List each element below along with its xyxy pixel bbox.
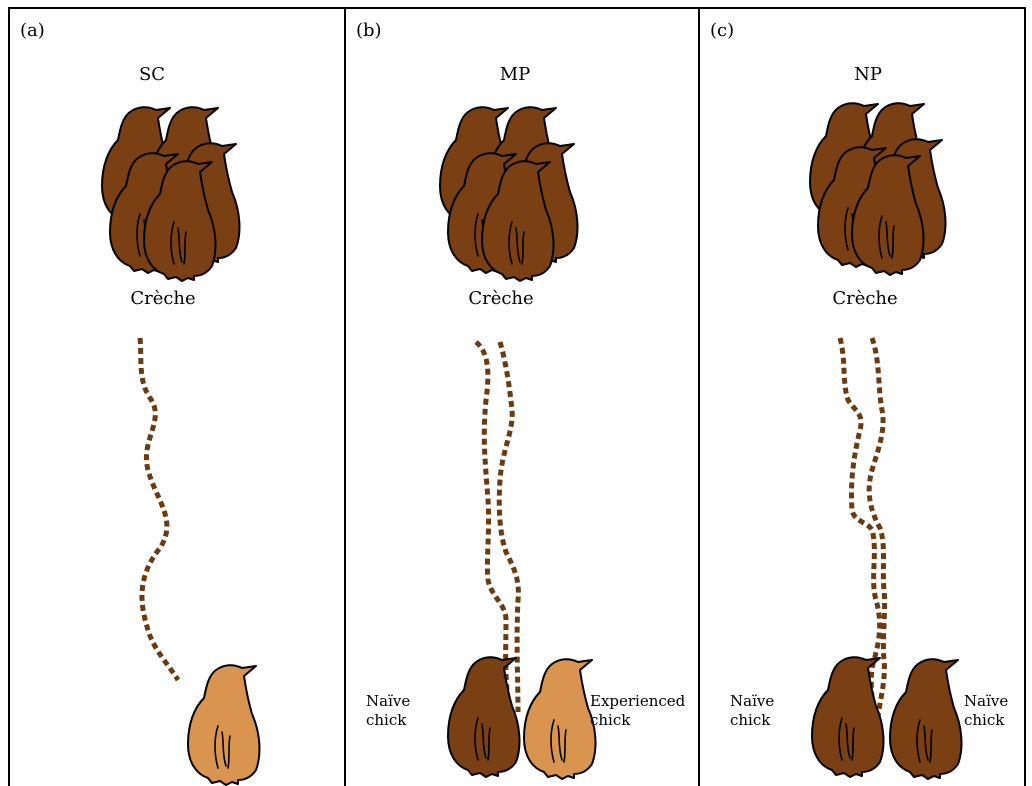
chick-left-label-line2: chick: [730, 711, 771, 729]
creche-label: Crèche: [468, 288, 533, 309]
creche-label: Crèche: [832, 288, 897, 309]
chick-right-label-line2: chick: [590, 711, 631, 729]
chick-right-label-line1: Experienced: [590, 692, 686, 710]
chick-right-label-line1: Naïve: [964, 692, 1008, 710]
panel-c: (c) NP Crèche Naïve chick Naïve chick: [710, 20, 1008, 779]
naive-chick-penguin-right: [890, 659, 961, 779]
panel-b: (b) MP Crèche Naïve chick Experienced ch…: [356, 20, 686, 779]
creche-penguin-group: [440, 107, 577, 281]
creche-penguin-group: [810, 103, 945, 275]
naive-chick-penguin: [448, 657, 519, 777]
chick-right-label-line2: chick: [964, 711, 1005, 729]
experienced-chick-penguin: [524, 659, 595, 779]
condition-label: SC: [139, 64, 165, 85]
chick-left-label-line1: Naïve: [730, 692, 774, 710]
panel-letter: (a): [20, 20, 45, 41]
condition-label: NP: [854, 64, 882, 85]
panel-letter: (c): [710, 20, 734, 41]
chick-left-label-line1: Naïve: [366, 692, 410, 710]
chick-left-label-line2: chick: [366, 711, 407, 729]
panel-letter: (b): [356, 20, 382, 41]
creche-label: Crèche: [130, 288, 195, 309]
experienced-chick-penguin: [188, 665, 259, 785]
creche-penguin-group: [102, 107, 239, 281]
experienced-chick-trail: [499, 342, 518, 712]
panel-a: (a) SC Crèche: [20, 20, 259, 785]
condition-label: MP: [500, 64, 531, 85]
naive-chick-trail: [476, 342, 510, 710]
chick-trail: [140, 338, 178, 680]
